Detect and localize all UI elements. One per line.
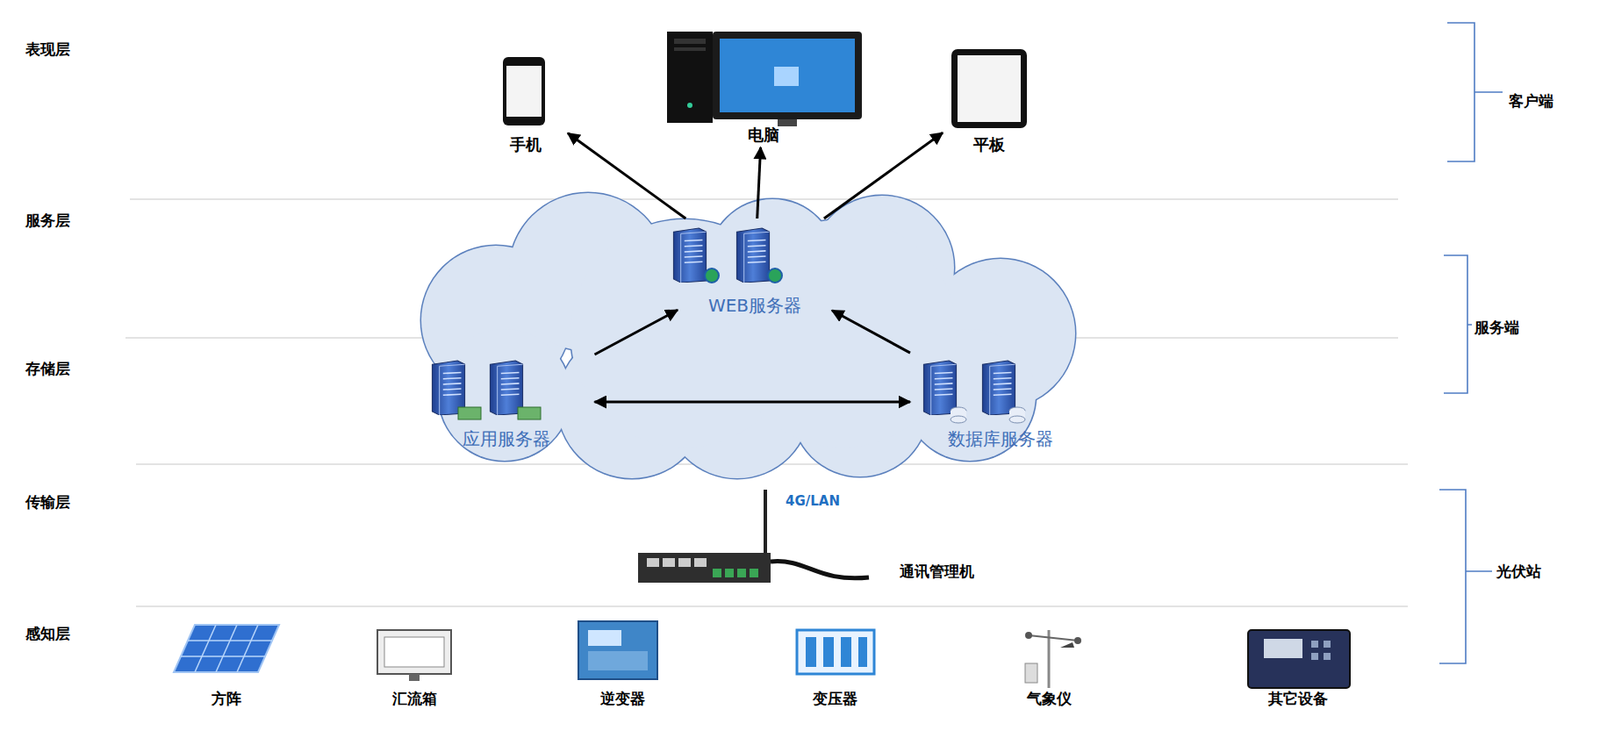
flow-arrow (595, 309, 679, 355)
device-label: 变压器 (812, 689, 858, 708)
flow-arrow (567, 133, 686, 219)
node-text: 电脑 (747, 125, 780, 145)
network-label: 4G/LAN (785, 493, 840, 510)
client-device: 平板 (945, 43, 1034, 155)
client-device: 手机 (486, 50, 566, 155)
device-label: 其它设备 (1268, 689, 1328, 708)
device-label: 通讯管理机 (899, 562, 975, 581)
node-text: 应用服务器 (459, 428, 553, 450)
device-label: 逆变器 (600, 689, 646, 708)
client-device: 电脑 (658, 24, 869, 145)
layer-label: 存储层 (25, 359, 71, 378)
server-group: 应用服务器 (421, 354, 593, 450)
device-label: 汇流箱 (392, 689, 438, 708)
layer-label: 服务层 (25, 211, 71, 230)
group-label: 服务端 (1474, 318, 1520, 337)
device-label: 方阵 (211, 689, 242, 708)
device-label: 气象仪 (1026, 689, 1072, 708)
group-label: 客户端 (1508, 92, 1554, 110)
flow-arrow (595, 401, 912, 404)
layer-label: 传输层 (25, 493, 71, 511)
group-label: 光伏站 (1496, 562, 1542, 581)
server-group: WEB服务器 (680, 221, 830, 316)
flow-arrow (832, 310, 911, 353)
node-text: 平板 (973, 135, 1005, 155)
layer-label: 感知层 (25, 624, 71, 643)
node-text: 数据库服务器 (945, 428, 1056, 450)
server-group: 数据库服务器 (912, 354, 1089, 450)
node-text: 手机 (509, 135, 542, 155)
flow-arrow (757, 147, 761, 219)
flow-arrow (824, 132, 943, 219)
node-text: WEB服务器 (705, 294, 804, 316)
layer-label: 表现层 (25, 40, 71, 58)
